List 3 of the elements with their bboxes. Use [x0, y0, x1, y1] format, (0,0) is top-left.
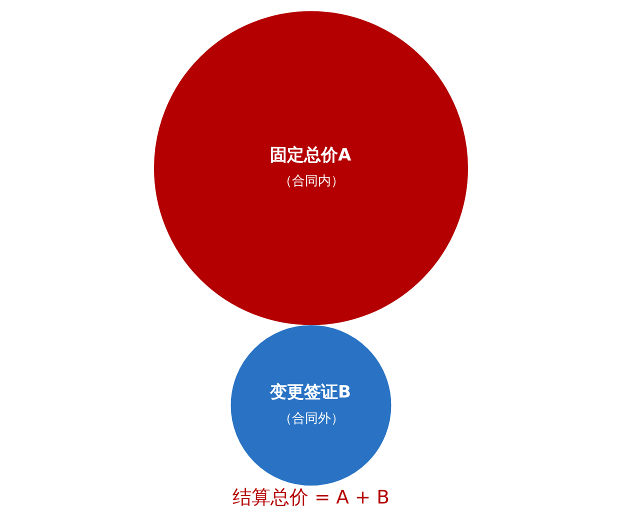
caption: 结算总价 = A + B — [232, 488, 390, 509]
node-circle: 固定总价A （合同内） — [153, 11, 468, 326]
node-circle: 变更签证B （合同外） — [230, 325, 391, 486]
